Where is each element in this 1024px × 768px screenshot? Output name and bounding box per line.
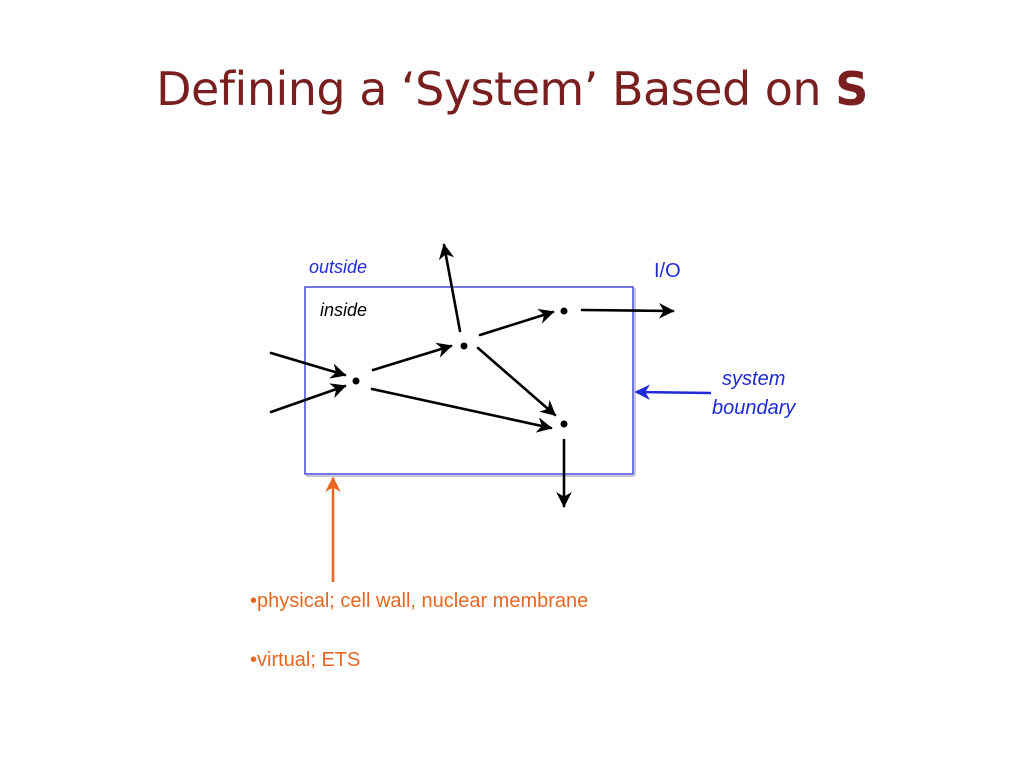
bullet-item-virtual: •virtual; ETS	[250, 649, 361, 671]
system-boundary-label-line2: boundary	[712, 397, 796, 419]
node-d	[560, 420, 568, 428]
arrow-input-2	[269, 383, 347, 414]
system-boundary-label: system boundary	[712, 365, 795, 423]
arrow-input-1	[269, 351, 347, 379]
outside-label: outside	[309, 257, 368, 277]
arrow-b-to-c	[478, 308, 555, 337]
arrow-b-to-d	[476, 346, 557, 417]
inside-label: inside	[320, 300, 368, 320]
boundary-pointer-arrow	[634, 384, 712, 400]
title-text: Defining a ‘System’ Based on	[156, 62, 836, 116]
arrow-a-to-b	[371, 342, 453, 372]
system-boundary-label-line1: system	[722, 368, 786, 390]
node-b	[460, 342, 468, 350]
node-a	[352, 377, 360, 385]
slide-title: Defining a ‘System’ Based on S	[0, 62, 1024, 117]
arrow-b-up-out	[438, 243, 462, 333]
arrow-c-to-io	[580, 303, 675, 319]
title-symbol: S	[835, 62, 868, 116]
bullet-list: •physical; cell wall, nuclear membrane •…	[250, 590, 588, 672]
io-label: I/O	[654, 260, 681, 282]
bullet-item-physical: •physical; cell wall, nuclear membrane	[250, 590, 589, 612]
arrow-a-to-d	[370, 387, 553, 433]
node-c	[560, 307, 568, 315]
system-boundary-box	[304, 286, 634, 475]
